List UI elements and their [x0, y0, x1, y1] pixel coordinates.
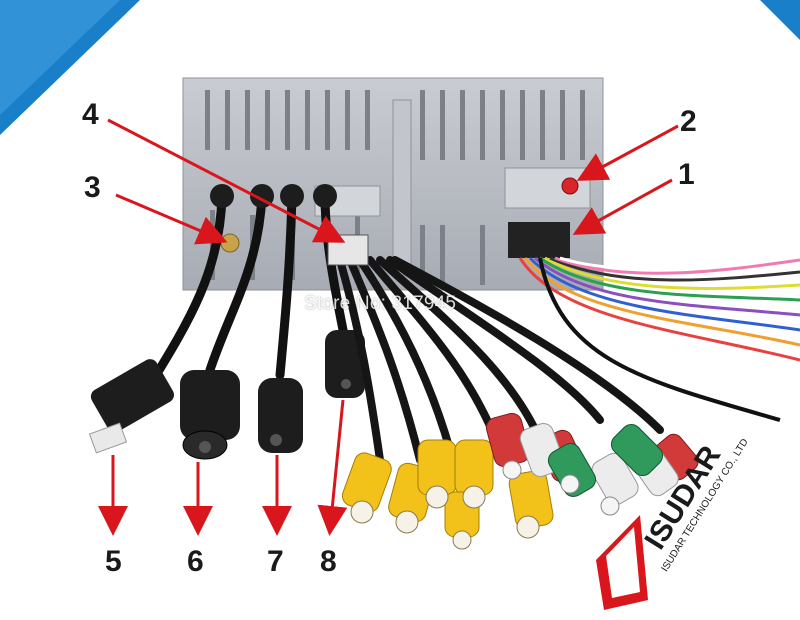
- usb-plug: [88, 359, 174, 454]
- arrow-1: [572, 178, 673, 235]
- aux-jack: [258, 378, 303, 453]
- gps-connector: [220, 233, 240, 253]
- callout-number-1: 1: [678, 158, 695, 191]
- arrow-3: [115, 193, 228, 245]
- corner-decoration-top-right: [760, 0, 800, 40]
- callout-number-6: 6: [187, 545, 204, 578]
- rca-plugs: [341, 412, 699, 550]
- video-plug: [180, 370, 240, 460]
- callout-number-2: 2: [680, 105, 697, 138]
- callout-number-3: 3: [84, 171, 101, 204]
- store-watermark: Store No: 317945: [304, 293, 457, 314]
- isudar-logo: [596, 515, 648, 610]
- antenna-connector: [561, 177, 579, 195]
- radio-chassis: [182, 77, 604, 291]
- callout-number-4: 4: [82, 98, 99, 131]
- mic-jack: [325, 330, 365, 398]
- power-wire-harness: [508, 222, 800, 422]
- callout-number-7: 7: [267, 545, 284, 578]
- arrow-2: [576, 124, 679, 181]
- arrow-4: [107, 118, 346, 243]
- callout-number-8: 8: [320, 545, 337, 578]
- callout-number-5: 5: [105, 545, 122, 578]
- arrow-8: [317, 399, 348, 536]
